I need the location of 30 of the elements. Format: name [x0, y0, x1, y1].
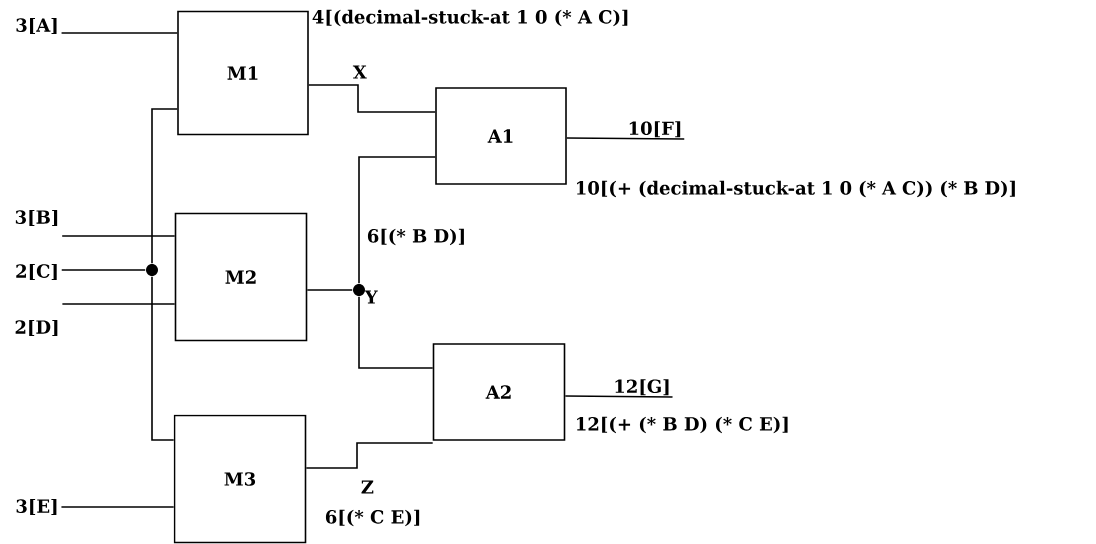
input-label: 2[C]	[16, 263, 57, 280]
module-box: M3	[173, 414, 307, 544]
input-label: 3[A]	[16, 17, 57, 34]
wire	[308, 84, 436, 113]
wire	[305, 442, 434, 469]
wire	[306, 289, 353, 291]
output-label: 10[F]	[629, 121, 681, 138]
input-label: 3[E]	[16, 499, 57, 515]
wire	[358, 156, 436, 284]
wire	[60, 269, 146, 271]
wire	[61, 303, 176, 305]
wire	[60, 32, 178, 34]
module-box: M2	[174, 212, 308, 342]
signal-label: X	[352, 65, 367, 79]
wire	[60, 506, 175, 508]
wire	[61, 235, 176, 237]
wire	[564, 395, 674, 398]
signal-label: 6[(* B D)]	[367, 228, 464, 246]
input-label: 2[D]	[15, 319, 58, 336]
input-label: 3[B]	[15, 209, 58, 226]
signal-label: Y	[364, 290, 378, 304]
module-box: A2	[432, 343, 566, 441]
output-label: 12[G]	[615, 379, 669, 396]
wire	[358, 296, 434, 369]
module-box: A1	[435, 87, 567, 185]
signal-label: Z	[361, 480, 374, 494]
module-box: M1	[177, 10, 309, 136]
wire	[151, 108, 178, 264]
wire	[151, 276, 175, 441]
wire	[566, 137, 686, 140]
